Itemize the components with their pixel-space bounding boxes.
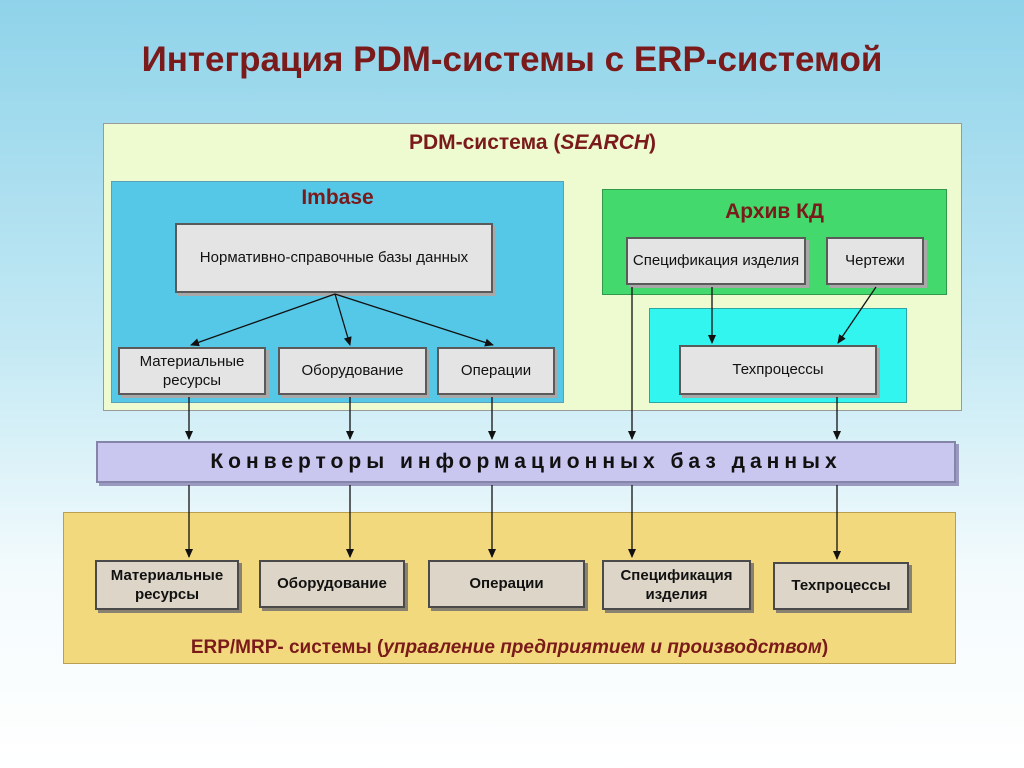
archive-product-spec-box: Спецификация изделия [626, 237, 806, 285]
archive-drawings-box: Чертежи [826, 237, 924, 285]
imbase-equipment-box: Оборудование [278, 347, 427, 395]
arrow-refdb-to-operations [334, 293, 494, 347]
arrow-drawings-to-techproc [837, 286, 877, 344]
arrow-refdb-to-materials [190, 293, 336, 347]
arrow-refdb-to-equipment [334, 293, 352, 346]
imbase-label: Imbase [301, 186, 374, 209]
imbase-operations-box: Операции [437, 347, 555, 395]
pdm-system-label: PDM-система (SEARCH) [408, 131, 657, 154]
converters-bar [96, 441, 956, 483]
archive-kd-label: Архив КД [725, 200, 824, 223]
erp-material-resources-box: Материальные ресурсы [95, 560, 239, 610]
erp-equipment-box: Оборудование [259, 560, 405, 608]
reference-db-box: Нормативно-справочные базы данных [175, 223, 493, 293]
slide-title: Интеграция PDM-системы с ERP-системой [141, 40, 883, 79]
erp-system-label: ERP/MRP- системы (управление предприятие… [190, 637, 829, 658]
imbase-material-resources-box: Материальные ресурсы [118, 347, 266, 395]
erp-product-spec-box: Спецификация изделия [602, 560, 751, 610]
converters-label: Конверторы информационных баз данных [210, 450, 842, 473]
erp-tech-processes-box: Техпроцессы [773, 562, 909, 610]
erp-operations-box: Операции [428, 560, 585, 608]
pdm-tech-processes-box: Техпроцессы [679, 345, 877, 395]
